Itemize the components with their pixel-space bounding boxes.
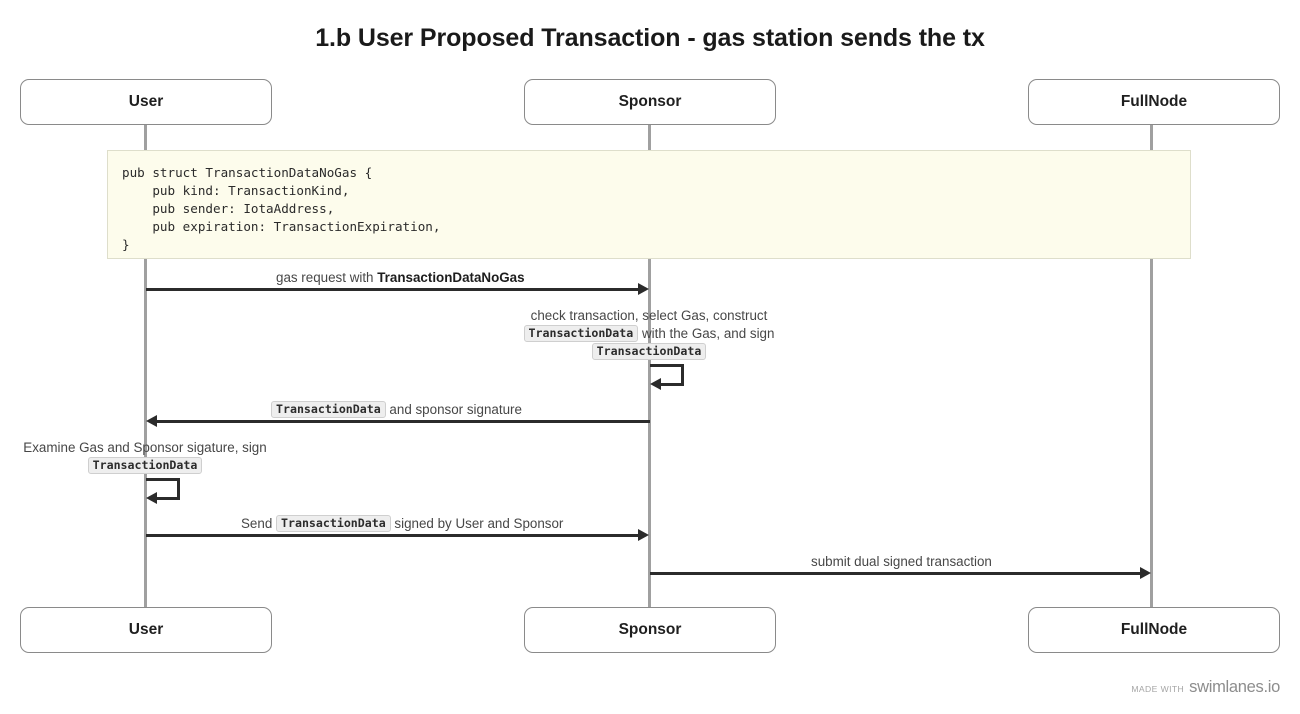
message-label-6: submit dual signed transaction (811, 553, 992, 571)
message-5-text-b: signed by User and Sponsor (390, 516, 564, 531)
message-label-3: TransactionData and sponsor signature (271, 401, 522, 419)
code-chip-transaction-data: TransactionData (591, 343, 707, 360)
message-4-line-2: TransactionData (0, 457, 345, 475)
actor-label-user: User (128, 621, 164, 638)
lifeline-sponsor (648, 124, 651, 608)
message-1-text-a: gas request with (276, 270, 378, 285)
watermark-brand-label: swimlanes.io (1189, 678, 1280, 696)
self-loop-side-segment (681, 364, 684, 386)
message-1-text-bold: TransactionDataNoGas (377, 270, 525, 285)
actor-header-fullnode[interactable]: FullNode (1028, 79, 1280, 125)
message-label-1: gas request with TransactionDataNoGas (276, 269, 525, 287)
self-loop-top-segment (146, 478, 180, 481)
note-transaction-data-no-gas: pub struct TransactionDataNoGas { pub ki… (107, 150, 1191, 259)
self-loop-side-segment (177, 478, 180, 500)
watermark[interactable]: Made with swimlanes.io (1131, 678, 1280, 697)
message-arrowhead-3 (146, 414, 157, 427)
self-loop-arrowhead (146, 492, 157, 505)
actor-label-user: User (128, 93, 164, 110)
actor-label-fullnode: FullNode (1120, 621, 1188, 638)
message-line-5[interactable] (146, 534, 640, 537)
code-chip-transaction-data: TransactionData (523, 325, 639, 342)
message-label-4: Examine Gas and Sponsor sigature, sign T… (0, 439, 345, 475)
code-chip-transaction-data: TransactionData (276, 515, 391, 532)
message-2-line-1: check transaction, select Gas, construct (530, 308, 768, 323)
message-label-2: check transaction, select Gas, construct… (449, 307, 849, 361)
message-6-text: submit dual signed transaction (811, 554, 992, 569)
self-loop-arrowhead (650, 378, 661, 391)
self-loop-top-segment (650, 364, 684, 367)
message-arrowhead-1 (638, 282, 649, 295)
code-chip-transaction-data: TransactionData (271, 401, 386, 418)
message-4-line-1: Examine Gas and Sponsor sigature, sign (23, 440, 267, 455)
message-line-3[interactable] (157, 420, 650, 423)
actor-header-user[interactable]: User (20, 79, 272, 125)
self-message-loop-sponsor[interactable] (650, 364, 686, 391)
watermark-made-with-label: Made with (1131, 684, 1185, 694)
self-loop-bottom-segment (156, 497, 180, 500)
code-chip-transaction-data: TransactionData (87, 457, 203, 474)
self-message-loop-user[interactable] (146, 478, 182, 505)
message-label-5: Send TransactionData signed by User and … (241, 515, 563, 533)
actor-header-sponsor[interactable]: Sponsor (524, 79, 776, 125)
message-3-text: and sponsor signature (385, 402, 522, 417)
message-2-line-2: TransactionData with the Gas, and sign (449, 325, 849, 343)
actor-footer-user[interactable]: User (20, 607, 272, 653)
message-arrowhead-5 (638, 528, 649, 541)
actor-label-fullnode: FullNode (1120, 93, 1188, 110)
actor-footer-sponsor[interactable]: Sponsor (524, 607, 776, 653)
diagram-title: 1.b User Proposed Transaction - gas stat… (315, 24, 985, 52)
message-arrowhead-6 (1140, 566, 1151, 579)
message-5-text-a: Send (241, 516, 276, 531)
lifeline-fullnode (1150, 124, 1153, 608)
lifeline-user (144, 124, 147, 608)
message-line-6[interactable] (650, 572, 1142, 575)
message-line-1[interactable] (146, 288, 640, 291)
actor-label-sponsor: Sponsor (618, 621, 682, 638)
actor-label-sponsor: Sponsor (618, 93, 682, 110)
note-code: pub struct TransactionDataNoGas { pub ki… (122, 165, 441, 252)
message-2-line-3: TransactionData (449, 343, 849, 361)
self-loop-bottom-segment (660, 383, 684, 386)
actor-footer-fullnode[interactable]: FullNode (1028, 607, 1280, 653)
